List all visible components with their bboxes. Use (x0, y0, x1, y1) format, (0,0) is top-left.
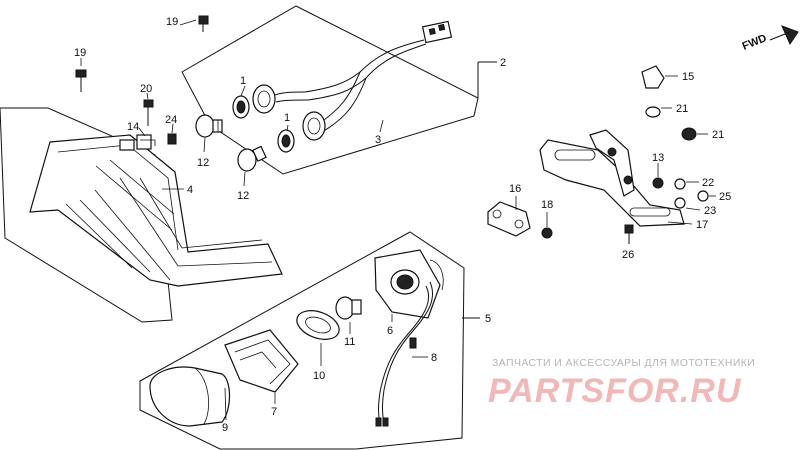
fwd-arrow-icon (769, 25, 799, 46)
fwd-label: FWD (741, 32, 769, 53)
callout-21-upper: 21 (676, 103, 688, 115)
callout-3: 3 (375, 134, 381, 146)
callout-22: 22 (702, 177, 714, 189)
screw-19-left (75, 69, 87, 92)
washer-22 (674, 178, 686, 190)
case-9 (149, 366, 231, 427)
callout-19-left: 19 (74, 47, 86, 59)
nut-23 (674, 197, 686, 209)
watermark-logo: PARTSFOR.RU (488, 372, 742, 410)
nut-18 (541, 227, 553, 239)
bracket-14 (136, 134, 156, 150)
callout-14: 14 (127, 121, 139, 133)
callout-26: 26 (622, 249, 634, 261)
light-base (374, 249, 444, 319)
callout-7: 7 (271, 406, 277, 418)
callout-1-upper: 1 (240, 75, 246, 87)
callout-19-top: 19 (166, 16, 178, 28)
callout-11: 11 (344, 336, 355, 348)
rubber-15 (641, 65, 665, 89)
callout-4: 4 (187, 184, 193, 196)
group-box-4 (0, 107, 173, 323)
callout-13: 13 (652, 152, 664, 164)
callout-17: 17 (696, 219, 708, 231)
wire-harness (271, 39, 427, 133)
callout-15: 15 (682, 71, 694, 83)
callout-8: 8 (431, 352, 437, 364)
callout-21-lower: 21 (712, 129, 724, 141)
harness-connector (421, 20, 453, 44)
callout-6: 6 (387, 325, 393, 337)
cap-21-upper (645, 106, 661, 118)
washer-25 (697, 190, 709, 202)
gasket-10 (296, 310, 340, 340)
callout-5: 5 (485, 313, 491, 325)
screw-20 (143, 99, 154, 126)
callout-1-lower: 1 (284, 112, 290, 124)
bulb-11 (335, 296, 362, 320)
group-box-5 (139, 231, 465, 450)
callout-9: 9 (222, 422, 228, 434)
screw-24 (167, 133, 177, 145)
socket-upper (232, 84, 276, 119)
callout-18: 18 (541, 199, 553, 211)
wire-8 (375, 281, 434, 427)
lens-7 (224, 329, 299, 393)
callout-24: 24 (165, 114, 177, 126)
bulb-upper (195, 114, 223, 138)
callout-23: 23 (704, 205, 716, 217)
callout-25: 25 (719, 191, 731, 203)
plate-16 (487, 201, 531, 237)
bulb-lower (237, 145, 267, 172)
screw-19-top (198, 15, 209, 32)
callout-12-upper: 12 (197, 157, 209, 169)
socket-lower (277, 111, 326, 153)
bolt-26 (624, 224, 634, 244)
callout-10: 10 (313, 370, 325, 382)
license-bracket (539, 129, 685, 227)
watermark-tagline: ЗАПЧАСТИ И АКСЕССУАРЫ ДЛЯ МОТОТЕХНИКИ (492, 357, 755, 369)
callout-2: 2 (500, 57, 506, 69)
callout-16: 16 (509, 183, 521, 195)
callout-20: 20 (140, 83, 152, 95)
callout-12-lower: 12 (237, 190, 249, 202)
cap-21-lower (681, 127, 697, 141)
nut-13 (652, 177, 664, 189)
